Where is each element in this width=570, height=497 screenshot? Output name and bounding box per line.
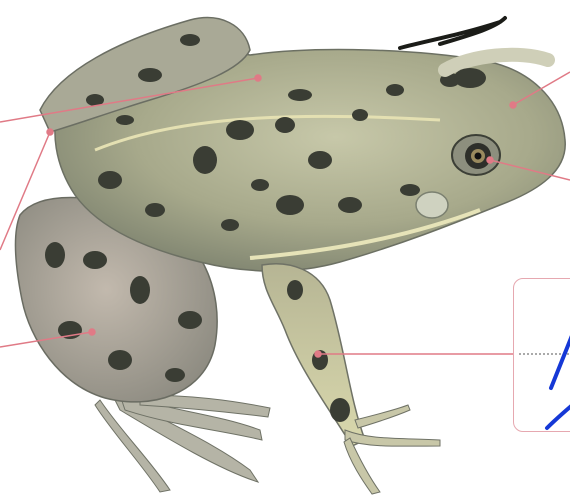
answer-box[interactable] <box>513 278 570 432</box>
leader-dot-thigh <box>89 329 95 335</box>
pen-scribble-icon <box>400 18 505 48</box>
tympanum <box>416 192 448 218</box>
snout-spot <box>454 68 486 88</box>
leader-dot-foreleg <box>315 351 321 357</box>
leader-dot-back <box>255 75 261 81</box>
handwritten-stroke-icon <box>513 278 570 432</box>
leader-dot-hip <box>47 129 53 135</box>
leader-dot-head <box>510 102 516 108</box>
frog-eye <box>452 135 500 175</box>
leader-dot-eye <box>487 157 493 163</box>
hind-foot <box>95 390 270 492</box>
